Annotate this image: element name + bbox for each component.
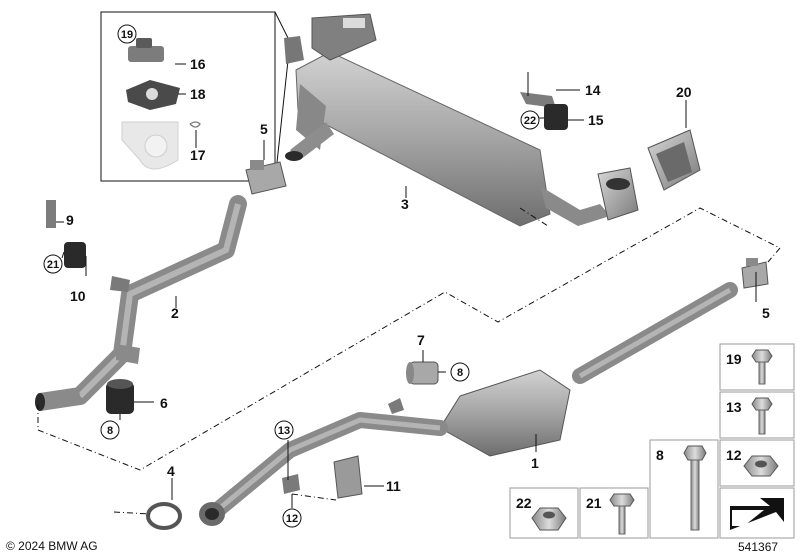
exhaust-flap-ghost — [121, 121, 201, 170]
rubber-mount — [106, 379, 134, 414]
callout-10: 10 — [70, 288, 86, 304]
front-pipe-catalyst — [199, 282, 738, 526]
callout-1: 1 — [531, 455, 539, 471]
callout-6: 6 — [160, 395, 168, 411]
callout-16: 16 — [190, 56, 206, 72]
callout-19-inset: 19 — [121, 29, 133, 41]
callout-4: 4 — [167, 463, 175, 479]
callout-22-hanger: 22 — [524, 115, 536, 127]
callout-5-upper: 5 — [260, 121, 268, 137]
front-hanger — [46, 200, 86, 268]
flap-actuator — [128, 38, 164, 62]
intermediate-pipe — [35, 195, 247, 411]
callout-9: 9 — [66, 212, 74, 228]
actuator-gasket — [126, 80, 180, 110]
inset-flap-actuator: 19 16 18 17 — [100, 11, 291, 182]
diagram-id: 541367 — [738, 540, 779, 554]
callout-3: 3 — [401, 196, 409, 212]
sleeve — [406, 361, 439, 385]
tailpipe-trim — [647, 129, 701, 191]
rear-hanger — [520, 72, 568, 130]
callout-8-sleeve: 8 — [457, 367, 463, 379]
arrow-symbol-icon — [730, 498, 784, 530]
bolt-21-icon — [609, 493, 635, 535]
nut-12-icon — [743, 455, 779, 477]
legend-19-label: 19 — [726, 351, 742, 367]
legend-22-label: 22 — [516, 495, 532, 511]
bolt-8-icon — [683, 445, 707, 531]
flange-gasket — [146, 502, 182, 530]
callout-7: 7 — [417, 332, 425, 348]
callout-18: 18 — [190, 86, 206, 102]
copyright-notice: © 2024 BMW AG — [6, 539, 98, 553]
callout-14: 14 — [585, 82, 601, 98]
callout-20: 20 — [676, 84, 692, 100]
callout-13-pipe: 13 — [278, 425, 290, 437]
callout-8-mount: 8 — [107, 425, 113, 437]
callout-5-lower: 5 — [762, 305, 770, 321]
callout-17: 17 — [190, 147, 206, 163]
callout-2: 2 — [171, 305, 179, 321]
callout-12-pipe: 12 — [286, 513, 298, 525]
rear-silencer — [284, 13, 639, 227]
bolt-13-icon — [751, 397, 773, 435]
fastener-legend: 19 13 12 8 21 22 — [509, 343, 795, 539]
clamp-upper — [245, 160, 287, 195]
legend-21-label: 21 — [586, 495, 602, 511]
legend-8-label: 8 — [656, 447, 664, 463]
legend-13-label: 13 — [726, 399, 742, 415]
callout-11: 11 — [386, 478, 401, 494]
nut-22-icon — [531, 507, 567, 531]
callout-21-hanger: 21 — [47, 259, 59, 271]
callout-15: 15 — [588, 112, 604, 128]
clamp-lower — [741, 258, 769, 289]
legend-12-label: 12 — [726, 447, 742, 463]
bolt-19-icon — [751, 349, 773, 385]
bracket — [333, 455, 363, 499]
